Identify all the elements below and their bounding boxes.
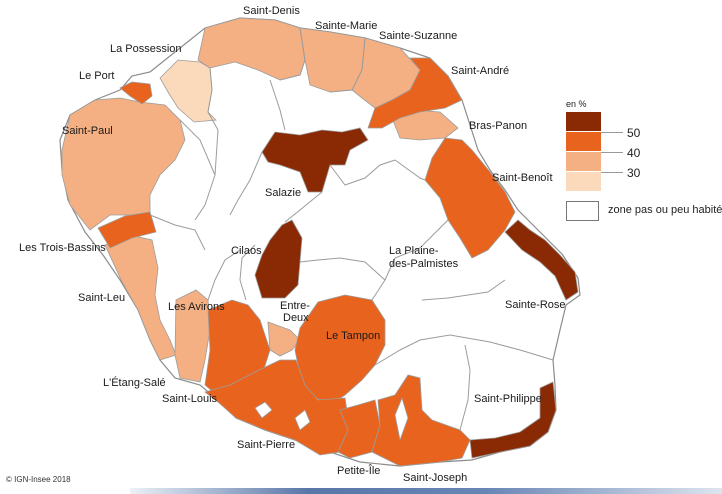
label-saint-andre: Saint-André — [451, 65, 510, 77]
area-saint-leu — [104, 234, 177, 361]
label-sainte-suzanne: Sainte-Suzanne — [379, 30, 458, 42]
area-saint-benoit — [424, 137, 516, 259]
label-saint-leu: Saint-Leu — [78, 292, 126, 304]
legend-tick-50: 50 — [627, 126, 641, 140]
label-bras-panon: Bras-Panon — [469, 120, 528, 132]
label-sainte-rose: Sainte-Rose — [505, 299, 566, 311]
legend-swatch-30 — [566, 152, 601, 171]
label-la-plaine-1: La Plaine- — [389, 245, 439, 257]
label-salazie: Salazie — [265, 187, 302, 199]
legend-tick-40: 40 — [627, 146, 641, 160]
area-sainte-rose — [504, 219, 579, 301]
area-saint-philippe — [469, 381, 557, 459]
label-le-tampon: Le Tampon — [326, 330, 381, 342]
hole-south-2 — [294, 409, 311, 431]
legend-title: en % — [566, 99, 587, 109]
legend-blank-swatch — [566, 201, 599, 221]
label-saint-denis: Saint-Denis — [243, 5, 300, 17]
area-saint-joseph — [371, 374, 471, 467]
area-salazie — [261, 127, 369, 193]
area-les-trois-bassins — [97, 211, 157, 249]
label-saint-louis: Saint-Louis — [162, 393, 218, 405]
credit: © IGN-Insee 2018 — [6, 475, 71, 484]
label-la-possession: La Possession — [110, 43, 182, 55]
label-saint-pierre: Saint-Pierre — [237, 439, 296, 451]
legend-blank-label: zone pas ou peu habité — [608, 204, 722, 216]
label-saint-joseph: Saint-Joseph — [403, 472, 468, 484]
area-saint-paul — [61, 97, 186, 231]
label-saint-philippe: Saint-Philippe — [474, 393, 542, 405]
label-saint-paul: Saint-Paul — [62, 125, 113, 137]
hole-south-1 — [254, 401, 273, 419]
label-les-avirons: Les Avirons — [168, 301, 225, 313]
label-l-etang-sale: L'Étang-Salé — [103, 377, 166, 389]
legend-tick-line-30 — [601, 172, 623, 173]
label-le-port: Le Port — [79, 70, 115, 82]
legend-tick-line-40 — [601, 152, 623, 153]
legend-tick-30: 30 — [627, 166, 641, 180]
legend-swatch-20 — [566, 172, 601, 191]
label-les-trois-bassins: Les Trois-Bassins — [19, 242, 106, 254]
area-saint-andre — [367, 57, 463, 129]
area-le-port — [119, 81, 153, 105]
label-entre-deux-2: Deux — [283, 312, 309, 324]
label-sainte-marie: Sainte-Marie — [315, 20, 378, 32]
label-saint-benoit: Saint-Benoît — [492, 172, 553, 184]
area-les-avirons — [174, 289, 211, 383]
label-entre-deux-1: Entre- — [280, 300, 310, 312]
label-la-plaine-2: des-Palmistes — [389, 258, 459, 270]
commune-boundaries — [149, 27, 554, 431]
legend-swatch-50 — [566, 112, 601, 131]
legend-swatch-40 — [566, 132, 601, 151]
hole-south-3 — [394, 396, 409, 442]
label-petite-ile: Petite-Île — [337, 465, 381, 477]
bottom-decor-band — [130, 488, 722, 494]
label-cilaos: Cilaos — [231, 245, 262, 257]
legend-tick-line-50 — [601, 132, 623, 133]
